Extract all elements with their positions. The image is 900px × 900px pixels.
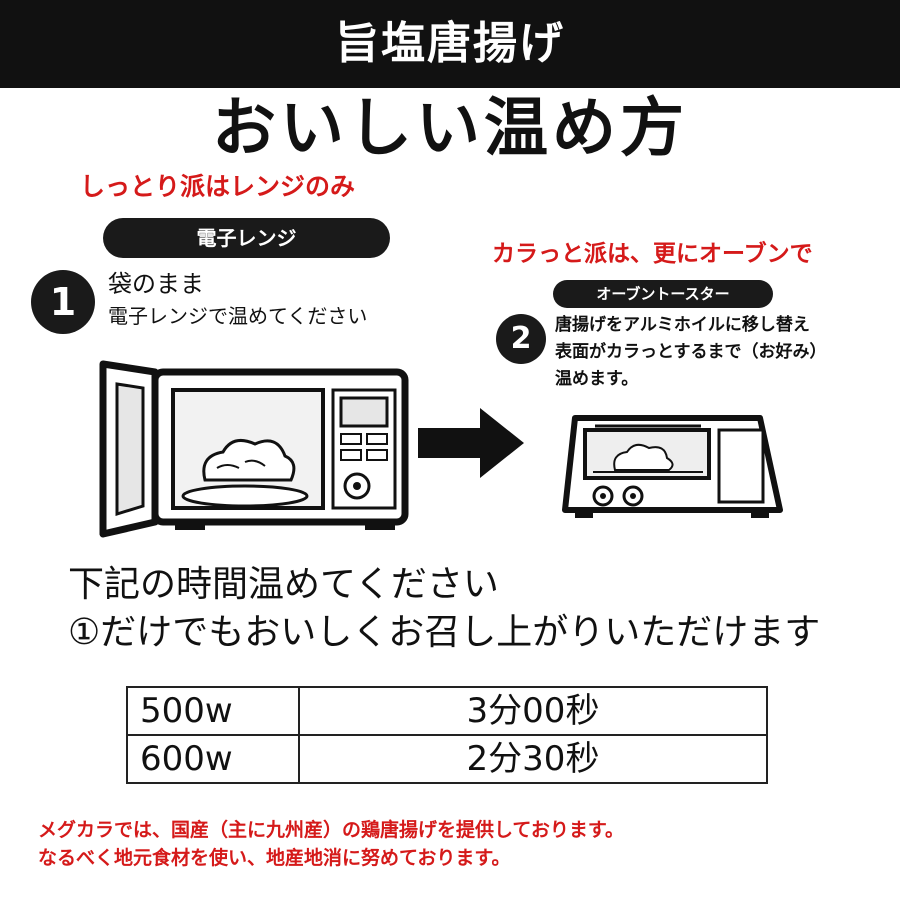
step-1-text-line1: 袋のまま [108, 270, 204, 298]
instruction-subheading: ①だけでもおいしくお召し上がりいただけます [68, 612, 821, 653]
moist-preference-note: しっとり派はレンジのみ [80, 172, 356, 201]
step-2-text-line1: 唐揚げをアルミホイルに移し替え [555, 315, 810, 335]
step-2-badge: 2 [496, 314, 546, 364]
footer-note-line1: メグカラでは、国産（主に九州産）の鶏唐揚げを提供しております。 [38, 819, 624, 841]
heating-time-table: 500w 3分00秒 600w 2分30秒 [126, 686, 768, 784]
page-title: おいしい温め方 [212, 92, 688, 166]
table-row: 500w 3分00秒 [126, 686, 768, 736]
duration-cell: 2分30秒 [298, 734, 768, 784]
arrow-right-icon [418, 408, 524, 478]
toaster-oven-icon [562, 415, 783, 518]
step-1-badge: 1 [31, 270, 95, 334]
toaster-method-label: オーブントースター [553, 280, 773, 308]
step-1-text-line2: 電子レンジで温めてください [108, 304, 368, 328]
wattage-cell: 600w [126, 734, 300, 784]
step-2-text-line2: 表面がカラっとするまで（お好み） [555, 342, 827, 362]
header-bar [0, 0, 900, 88]
step-2-text-line3: 温めます。 [555, 369, 639, 389]
wattage-cell: 500w [126, 686, 300, 736]
crispy-preference-note: カラっと派は、更にオーブンで [492, 241, 813, 267]
duration-cell: 3分00秒 [298, 686, 768, 736]
microwave-method-label: 電子レンジ [103, 218, 390, 258]
footer-note-line2: なるべく地元食材を使い、地産地消に努めております。 [38, 847, 511, 869]
microwave-icon [99, 360, 409, 538]
table-row: 600w 2分30秒 [126, 734, 768, 784]
instruction-heading: 下記の時間温めてください [68, 564, 499, 605]
brand-title: 旨塩唐揚げ [335, 18, 565, 69]
